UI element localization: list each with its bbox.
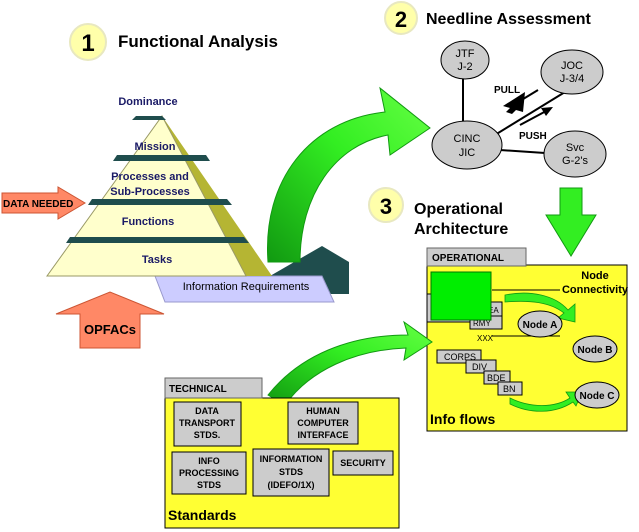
needline-network: PULL PUSH JTF J-2 JOC J-3/4 CINC JIC Svc… — [431, 40, 607, 178]
pyramid-level-tasks: Tasks — [142, 254, 172, 266]
link-cinc-svc — [499, 149, 546, 154]
operational-panel: OPERATIONAL Node Connectivity EA RMY XXX… — [426, 247, 629, 432]
step2-title: Needline Assessment — [426, 11, 591, 28]
svg-text:OPERATIONAL: OPERATIONAL — [432, 253, 504, 264]
box-human-computer: HUMAN COMPUTER INTERFACE — [287, 401, 359, 445]
svg-text:Node B: Node B — [578, 345, 613, 356]
node-cinc: CINC JIC — [431, 120, 503, 170]
opfacs-arrow: OPFACs — [55, 291, 165, 349]
information-requirements-label: Information Requirements — [183, 281, 310, 293]
svg-text:Svc: Svc — [566, 142, 585, 154]
link-cinc-joc — [489, 91, 566, 139]
info-flows-label: Info flows — [430, 411, 496, 427]
box-data-transport: DATA TRANSPORT STDS. — [173, 401, 242, 447]
svg-text:INFORMATION: INFORMATION — [260, 454, 323, 464]
pyramid-band-3 — [88, 199, 232, 205]
node-jtf: JTF J-2 — [440, 40, 490, 80]
pyramid-front-face — [46, 115, 247, 277]
technical-tab — [164, 377, 263, 399]
pyramid: Information Requirements Dominance Missi… — [46, 96, 349, 303]
svg-text:G-2's: G-2's — [562, 155, 588, 167]
svg-text:STDS: STDS — [279, 467, 303, 477]
svg-text:COMPUTER: COMPUTER — [297, 418, 349, 428]
svg-text:JTF: JTF — [456, 48, 475, 60]
step2-number-circle — [384, 1, 418, 35]
pyramid-level-functions: Functions — [122, 216, 175, 228]
step3-number: 3 — [380, 194, 392, 219]
svg-text:STDS: STDS — [197, 480, 221, 490]
node-joc: JOC J-3/4 — [540, 49, 604, 95]
svg-text:DATA: DATA — [195, 406, 219, 416]
node-connectivity-line2: Connectivity — [562, 284, 629, 296]
svg-text:TRANSPORT: TRANSPORT — [179, 418, 236, 428]
echelon-bde: BDE — [487, 373, 506, 383]
pyramid-level-mission: Mission — [135, 141, 176, 153]
technical-panel: TECHNICAL DATA TRANSPORT STDS. HUMAN COM… — [164, 377, 400, 529]
node-c: Node C — [574, 381, 620, 409]
box-info-processing: INFO PROCESSING STDS — [171, 451, 247, 495]
pyramid-band-4 — [66, 237, 249, 243]
pyramid-level-subprocesses: Sub-Processes — [110, 186, 189, 198]
echelon-div: DIV — [472, 362, 487, 372]
operational-tab — [426, 247, 527, 267]
svg-text:TECHNICAL: TECHNICAL — [169, 384, 227, 395]
svg-text:STDS.: STDS. — [194, 430, 221, 440]
svg-text:JOC: JOC — [561, 60, 583, 72]
step1-title: Functional Analysis — [118, 32, 278, 51]
svg-text:J-3/4: J-3/4 — [560, 73, 584, 85]
svg-text:JIC: JIC — [459, 147, 476, 159]
box-information-stds: INFORMATION STDS (IDEFO/1X) — [252, 448, 330, 497]
svg-text:HUMAN: HUMAN — [306, 406, 340, 416]
step3-number-circle — [368, 187, 404, 223]
svg-text:J-2: J-2 — [457, 61, 472, 73]
svg-text:INTERFACE: INTERFACE — [297, 430, 348, 440]
stack-fragment-xxx: XXX — [477, 334, 494, 343]
push-arrow — [519, 109, 549, 126]
node-connectivity-line1: Node — [581, 270, 609, 282]
svg-text:CINC: CINC — [454, 133, 481, 145]
pyramid-level-processes: Processes and — [111, 171, 189, 183]
pyramid-band-1 — [132, 116, 166, 120]
step3-title-line2: Architecture — [414, 221, 508, 238]
echelon-bn: BN — [503, 384, 516, 394]
opfacs-label: OPFACs — [84, 322, 136, 337]
data-needed-label: DATA NEEDED — [3, 199, 73, 210]
data-needed-arrow: DATA NEEDED — [1, 186, 86, 220]
node-b: Node B — [572, 335, 618, 363]
stack-fragment-rmy: RMY — [473, 319, 491, 328]
pull-arrow — [503, 92, 525, 114]
svg-text:SECURITY: SECURITY — [340, 458, 386, 468]
box-security: SECURITY — [332, 450, 394, 476]
green-curved-arrow-main — [267, 86, 431, 263]
node-svc: Svc G-2's — [543, 130, 607, 178]
standards-label: Standards — [168, 507, 237, 523]
step1-number-circle — [69, 23, 107, 61]
green-node-block — [430, 271, 492, 321]
green-curved-arrow-technical — [267, 320, 433, 406]
svg-text:(IDEFO/1X): (IDEFO/1X) — [267, 480, 314, 490]
flow-arrow-to-node-a — [504, 292, 576, 323]
step2-header: 2 Needline Assessment — [384, 1, 591, 35]
echelon-stack: CORPS DIV BDE BN — [436, 349, 523, 396]
push-label: PUSH — [519, 131, 547, 142]
green-down-arrow — [545, 187, 597, 257]
pyramid-band-2 — [113, 155, 210, 161]
pyramid-level-dominance: Dominance — [118, 96, 177, 108]
svg-text:Node C: Node C — [580, 391, 615, 402]
pull-label: PULL — [494, 85, 520, 96]
svg-text:INFO: INFO — [198, 456, 220, 466]
step1-header: 1 Functional Analysis — [69, 23, 278, 61]
step2-number: 2 — [395, 7, 407, 32]
step1-number: 1 — [81, 30, 94, 57]
stack-fragment-ea: EA — [488, 306, 499, 315]
echelon-corps: CORPS — [444, 352, 476, 362]
node-a: Node A — [517, 310, 563, 338]
svg-text:Node A: Node A — [523, 320, 558, 331]
step3-header: 3 Operational Architecture — [368, 187, 508, 238]
svg-text:PROCESSING: PROCESSING — [179, 468, 239, 478]
step3-title-line1: Operational — [414, 201, 503, 218]
